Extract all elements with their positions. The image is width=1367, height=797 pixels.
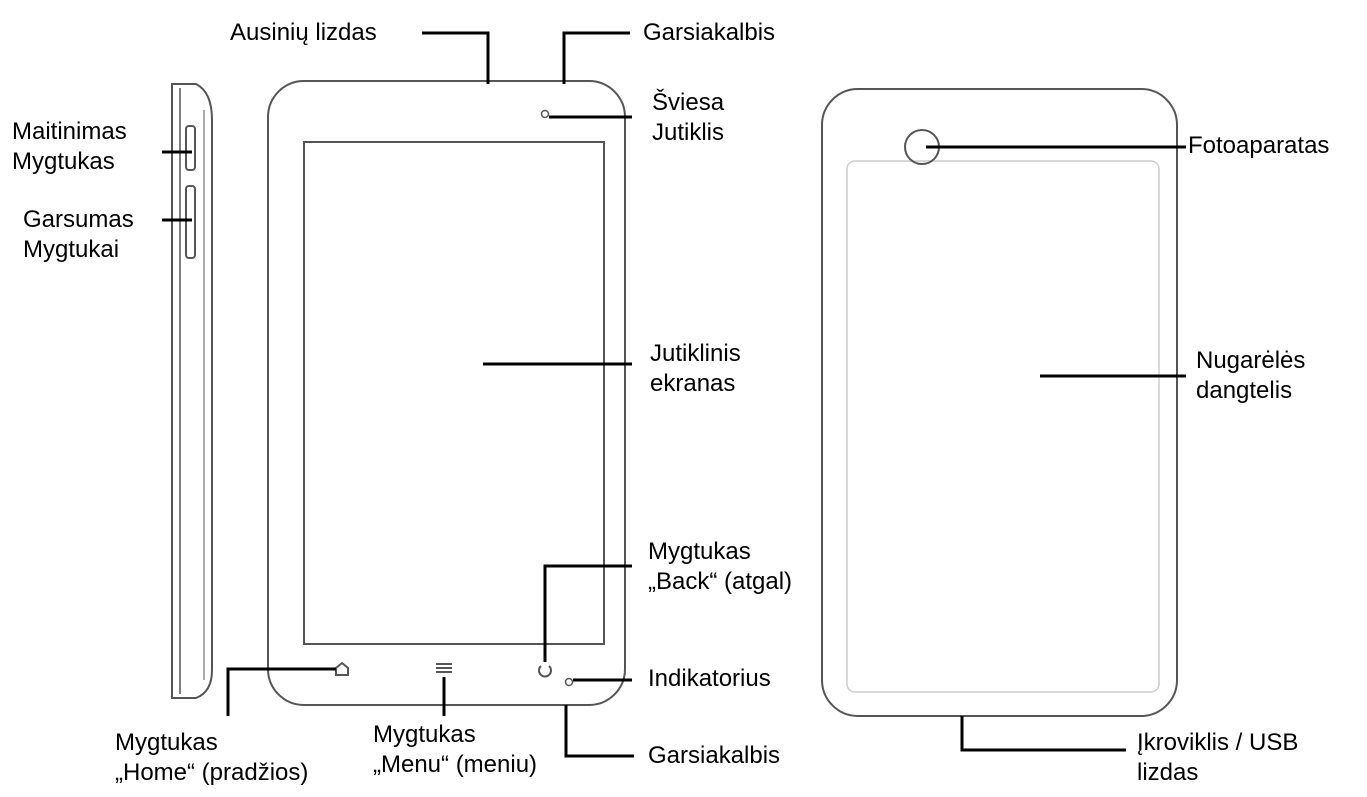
label-home-button: Mygtukas„Home“ (pradžios) [115, 729, 309, 786]
tablet-back-view [821, 88, 1178, 717]
back-glyph [538, 665, 552, 678]
menu-glyph [436, 663, 452, 673]
leader-charger [960, 716, 1126, 752]
leader-speaker-top [562, 31, 630, 84]
label-back-button: Mygtukas„Back“ (atgal) [648, 538, 793, 595]
label-indicator: Indikatorius [648, 665, 771, 692]
leader-speaker-bottom [564, 705, 634, 758]
tablet-front-view [267, 80, 626, 706]
volume-button-shape [185, 185, 196, 259]
indicator-dot [564, 677, 574, 687]
home-glyph [335, 661, 349, 676]
leader-headphone [422, 31, 490, 84]
label-speaker-bottom: Garsiakalbis [648, 742, 781, 769]
power-button-shape [185, 125, 196, 171]
tablet-side-view [171, 83, 213, 699]
light-sensor-dot [540, 109, 550, 119]
leader-lines [162, 31, 1186, 758]
leader-back [543, 564, 632, 662]
leader-home [226, 667, 336, 716]
label-headphone-jack: Ausinių lizdas [230, 19, 377, 46]
label-speaker-top: Garsiakalbis [643, 19, 776, 46]
label-menu-button: Mygtukas„Menu“ (meniu) [373, 721, 538, 778]
label-camera: Fotoaparatas [1188, 132, 1330, 159]
touchscreen-area [303, 141, 605, 645]
